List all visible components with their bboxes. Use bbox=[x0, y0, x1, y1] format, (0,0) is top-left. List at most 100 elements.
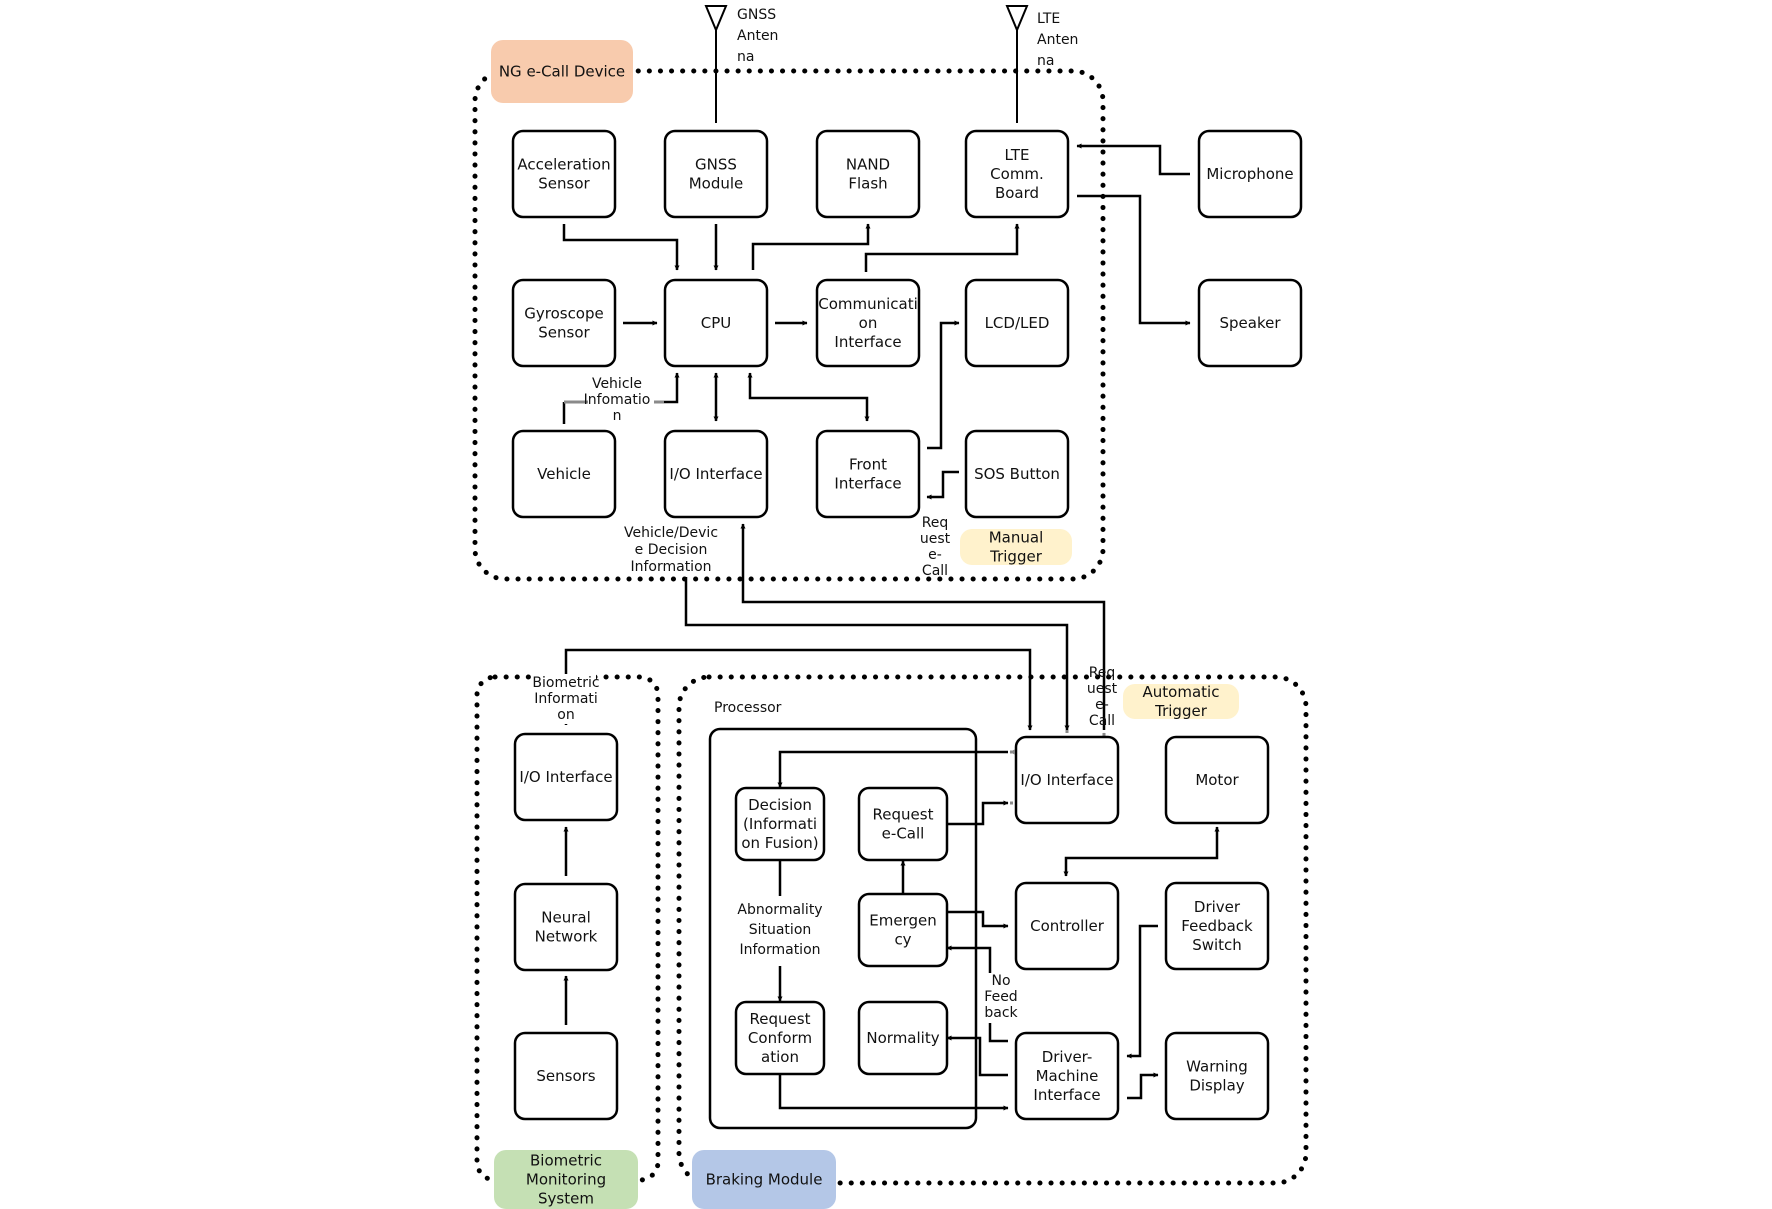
biometric-system-tag-bg bbox=[494, 1150, 638, 1209]
vehicle-device-decision-label-line-2: Information bbox=[630, 559, 711, 575]
block-emergency-label-line-0: Emergen bbox=[869, 912, 936, 930]
automatic-trigger-tag-bg bbox=[1123, 684, 1239, 719]
block-comm-interface-label-line-1: on bbox=[859, 314, 878, 332]
block-emergency-box bbox=[857, 892, 949, 968]
block-lte-board-box bbox=[964, 129, 1070, 219]
wire-cpu-to-nand bbox=[751, 223, 871, 270]
request-ecall-top-label-line-0: Req bbox=[922, 515, 949, 531]
braking-module-tag: Braking Module bbox=[692, 1150, 836, 1209]
wire-io-top-to-brake-io bbox=[684, 577, 1070, 731]
wire-motor-controller-bidirectional bbox=[1063, 826, 1220, 877]
abnormality-label-line-2: Information bbox=[739, 942, 820, 958]
block-gnss-module-box bbox=[663, 129, 769, 219]
wire-dmi-to-warning bbox=[1127, 1072, 1159, 1100]
block-bio-io-interface-box bbox=[513, 732, 619, 822]
block-decision-label-line-1: (Informati bbox=[743, 815, 817, 833]
block-emergency-label-line-1: cy bbox=[894, 931, 911, 949]
block-nand-flash-box bbox=[815, 129, 921, 219]
request-ecall-top-label-line-2: e- bbox=[928, 547, 942, 563]
block-bio-io-interface: I/O Interface bbox=[513, 732, 619, 822]
wire-vehicle-info-to-cpu bbox=[664, 372, 680, 404]
lte-antenna-label-line-0: LTE bbox=[1037, 11, 1060, 27]
biometric-information-label-line-2: on bbox=[557, 707, 574, 723]
wire-microphone-to-lte bbox=[1076, 143, 1190, 176]
block-dmi-label-line-1: Machine bbox=[1036, 1067, 1099, 1085]
block-controller: Controller bbox=[1014, 881, 1120, 971]
no-feedback-label-line-0: No bbox=[991, 973, 1010, 989]
wire-cpu-front-bidirectional bbox=[747, 372, 870, 422]
block-warning-display-label-line-1: Display bbox=[1189, 1077, 1244, 1095]
block-neural-network-box bbox=[513, 882, 619, 972]
vehicle-information-label-line-1: Infomatio bbox=[584, 392, 651, 408]
block-io-interface-top-label-line-0: I/O Interface bbox=[669, 465, 762, 483]
block-brake-io-interface-label-line-0: I/O Interface bbox=[1020, 771, 1113, 789]
request-ecall-bottom-label-line-2: e- bbox=[1095, 697, 1109, 713]
block-lcd-led-box bbox=[964, 278, 1070, 368]
block-lcd-led: LCD/LED bbox=[964, 278, 1070, 368]
block-microphone-label-line-0: Microphone bbox=[1206, 165, 1293, 183]
automatic-trigger-tag-label-line-1: Trigger bbox=[1154, 702, 1208, 720]
request-ecall-bottom-label-line-1: uest bbox=[1087, 681, 1118, 697]
wire-brake-io-to-io-top bbox=[740, 523, 1106, 730]
wire-emergency-to-controller bbox=[947, 910, 1009, 929]
block-motor-box bbox=[1164, 735, 1270, 825]
wire-lte-to-speaker bbox=[1077, 194, 1191, 326]
block-gyroscope-sensor-label-line-1: Sensor bbox=[538, 324, 590, 342]
request-ecall-bottom-label-line-0: Req bbox=[1089, 665, 1116, 681]
block-decision: Decision(Information Fusion) bbox=[734, 786, 826, 862]
abnormality-label-line-1: Situation bbox=[749, 922, 812, 938]
block-speaker: Speaker bbox=[1197, 278, 1303, 368]
block-driver-feedback-label-line-2: Switch bbox=[1192, 936, 1242, 954]
gnss-antenna-label-line-1: Anten bbox=[737, 28, 778, 44]
block-gnss-module-label-line-1: Module bbox=[689, 175, 744, 193]
block-front-interface-label-line-1: Interface bbox=[834, 475, 901, 493]
block-acceleration-sensor-label-line-1: Sensor bbox=[538, 175, 590, 193]
block-io-interface-top: I/O Interface bbox=[663, 429, 769, 519]
manual-trigger-tag-label-line-0: Manual bbox=[989, 529, 1044, 547]
wire-biometric-to-brake-io bbox=[564, 648, 1033, 731]
ng-ecall-device-tag-bg bbox=[491, 40, 633, 103]
block-controller-box bbox=[1014, 881, 1120, 971]
block-comm-interface-box bbox=[815, 278, 921, 368]
block-gnss-module-label-line-0: GNSS bbox=[695, 156, 737, 174]
braking-module-tag-bg bbox=[692, 1150, 836, 1209]
block-comm-interface-label-line-0: Communicati bbox=[818, 295, 918, 313]
lte-antenna-label-line-1: Anten bbox=[1037, 32, 1078, 48]
request-ecall-top-label-line-1: uest bbox=[920, 531, 951, 547]
no-feedback-label-line-1: Feed bbox=[984, 989, 1017, 1005]
gnss-antenna-label-line-0: GNSS bbox=[737, 7, 776, 23]
wire-comm-to-lte bbox=[864, 223, 1020, 272]
block-gyroscope-sensor-box bbox=[511, 278, 617, 368]
gnss-antenna-icon bbox=[704, 5, 728, 123]
block-speaker-box bbox=[1197, 278, 1303, 368]
block-decision-box bbox=[734, 786, 826, 862]
block-front-interface-box bbox=[815, 429, 921, 519]
block-request-confirmation-label-line-0: Request bbox=[750, 1010, 811, 1028]
block-normality-label-line-0: Normality bbox=[866, 1029, 939, 1047]
biometric-system-frame bbox=[474, 674, 661, 1183]
block-vehicle: Vehicle bbox=[511, 429, 617, 519]
no-feedback-label-line-2: back bbox=[984, 1005, 1018, 1021]
wire-front-to-lcd bbox=[927, 320, 960, 450]
block-nand-flash-label-line-0: NAND bbox=[846, 156, 890, 174]
block-normality: Normality bbox=[857, 1000, 949, 1076]
biometric-system-tag-label-line-2: System bbox=[538, 1190, 594, 1208]
block-normality-box bbox=[857, 1000, 949, 1076]
vehicle-information-label-line-0: Vehicle bbox=[592, 376, 642, 392]
block-sensors-label-line-0: Sensors bbox=[536, 1067, 595, 1085]
processor-label: Processor bbox=[714, 700, 782, 716]
block-bio-io-interface-label-line-0: I/O Interface bbox=[519, 768, 612, 786]
block-sos-button-box bbox=[964, 429, 1070, 519]
